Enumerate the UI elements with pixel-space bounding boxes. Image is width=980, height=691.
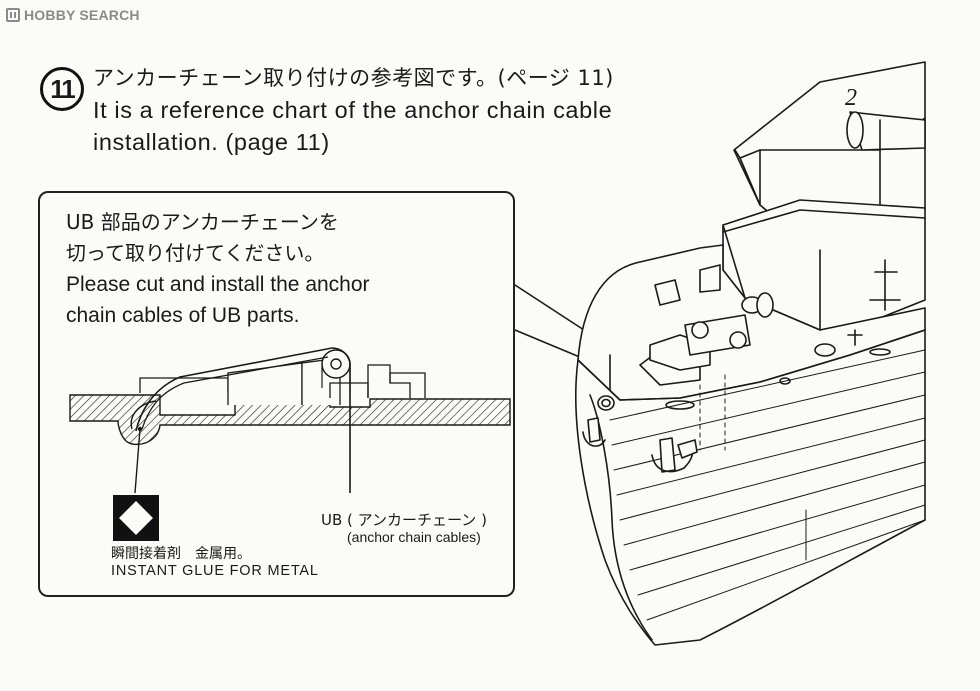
watermark-logo: HOBBY SEARCH bbox=[6, 5, 140, 25]
deck-cross-section bbox=[69, 347, 511, 494]
hobby-search-logo-icon bbox=[6, 8, 20, 22]
deck-fittings bbox=[609, 259, 901, 451]
step-title-jp: アンカーチェーン取り付けの参考図です。(ページ 11) bbox=[93, 66, 614, 90]
step-title-en-line1: It is a reference chart of the anchor ch… bbox=[93, 97, 613, 123]
step-number-badge: 11 bbox=[40, 67, 84, 111]
step-title-en-line2: installation. (page 11) bbox=[93, 129, 330, 155]
step-heading: アンカーチェーン取り付けの参考図です。(ページ 11) It is a refe… bbox=[93, 62, 723, 158]
callout-en-line2: chain cables of UB parts. bbox=[66, 304, 300, 327]
anchor-icon bbox=[651, 437, 698, 473]
detail-callout: UB 部品のアンカーチェーンを 切って取り付けてください。 Please cut… bbox=[38, 191, 515, 597]
instant-glue-icon bbox=[113, 495, 159, 541]
anchor-chain-part-label: UB ( アンカーチェーン ) bbox=[321, 511, 487, 529]
anchor-side-icon bbox=[582, 417, 606, 447]
callout-jp-line1: UB 部品のアンカーチェーンを bbox=[66, 210, 339, 234]
glue-label-en: INSTANT GLUE FOR METAL bbox=[111, 563, 319, 579]
callout-en-line1: Please cut and install the anchor bbox=[66, 273, 370, 296]
superstructure bbox=[722, 61, 926, 331]
step-number: 11 bbox=[50, 73, 75, 104]
glue-label-jp: 瞬間接着剤 金属用。 bbox=[111, 546, 251, 562]
anchor-chain-part-label-en: (anchor chain cables) bbox=[347, 529, 481, 545]
callout-instructions: UB 部品のアンカーチェーンを 切って取り付けてください。 Please cut… bbox=[66, 207, 506, 331]
gun-turret bbox=[846, 111, 926, 151]
watermark-text: HOBBY SEARCH bbox=[24, 7, 140, 23]
ship-part-number: 2 bbox=[845, 85, 857, 111]
callout-jp-line2: 切って取り付けてください。 bbox=[66, 241, 325, 265]
